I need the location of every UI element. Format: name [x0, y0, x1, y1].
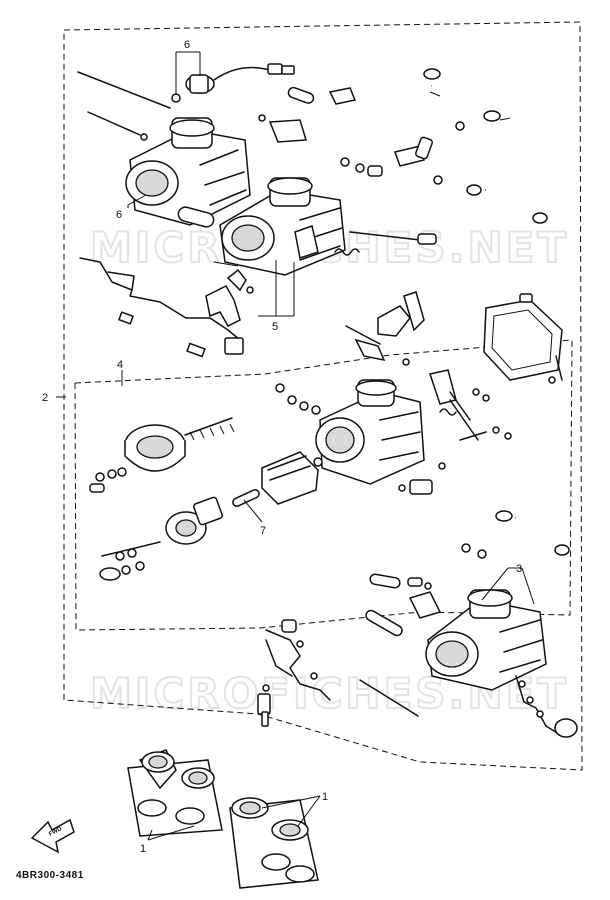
callout-4: 4: [117, 359, 123, 371]
callout-leaders-bottom: [481, 567, 535, 605]
callout-6-top: 6: [184, 39, 190, 51]
callout-7: 7: [260, 525, 266, 537]
subassembly-boundary-4: [74, 339, 573, 631]
carburetor-upper-group: [77, 63, 548, 358]
callout-3: 3: [516, 563, 522, 575]
callout-2: 2: [42, 392, 48, 404]
callout-leaders-manifold: [147, 795, 321, 841]
callout-6-left: 6: [116, 209, 122, 221]
forward-arrow-icon: FWD: [30, 818, 75, 854]
callout-1-left: 1: [140, 843, 146, 855]
callout-leaders-middle: [56, 370, 263, 523]
intake-manifold-right: [229, 797, 319, 889]
callout-5: 5: [272, 321, 278, 333]
callout-leaders-top: [127, 51, 295, 317]
intake-manifold-left: [127, 749, 223, 837]
callout-1-right: 1: [322, 791, 328, 803]
carburetor-middle-group: [89, 291, 563, 581]
part-code: 4BR300-3481: [16, 870, 84, 881]
